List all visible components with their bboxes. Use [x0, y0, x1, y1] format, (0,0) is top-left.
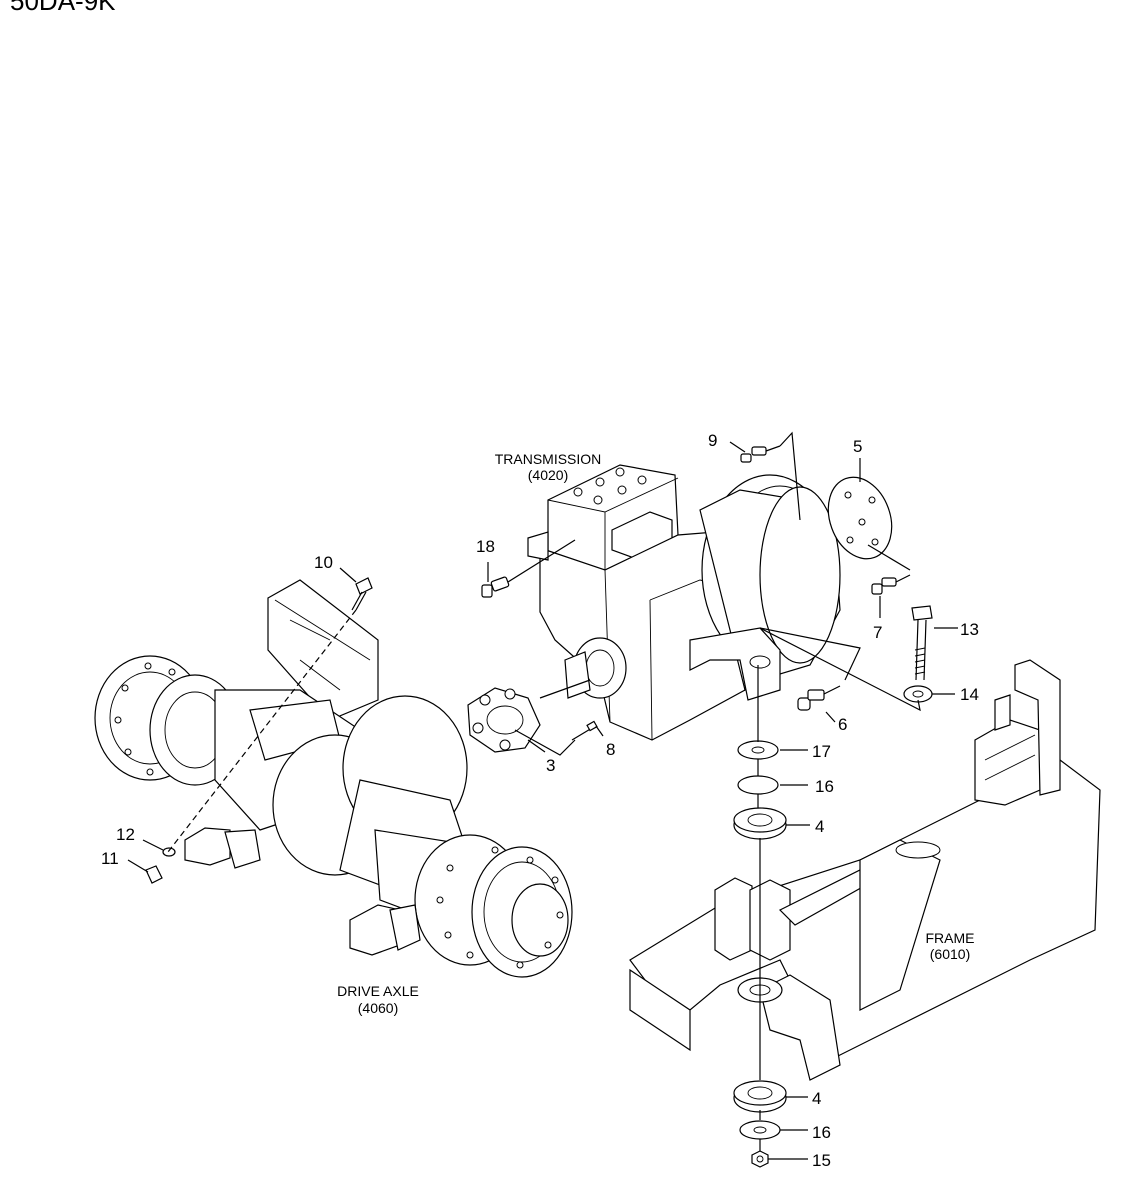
frame-code: (6010): [930, 946, 970, 962]
drive-axle-label: DRIVE AXLE: [337, 983, 419, 999]
mount-part-4-upper: [733, 807, 787, 840]
callout-9: 9: [708, 431, 717, 450]
drive-axle-assembly: [94, 579, 573, 978]
assembly-labels: TRANSMISSION (4020) DRIVE AXLE (4060) FR…: [337, 451, 974, 1016]
washer-part-14: [903, 685, 933, 703]
callout-6: 6: [838, 715, 847, 734]
bolt-part-6: [797, 685, 841, 711]
plate-part-5: [827, 476, 893, 560]
callout-14: 14: [960, 685, 979, 704]
callout-11: 11: [101, 849, 119, 868]
mount-part-4-lower: [733, 1080, 787, 1113]
callout-5: 5: [853, 437, 862, 456]
leader-lines: [127, 431, 958, 1160]
washer-part-16-upper: [737, 775, 779, 795]
bolt-part-9: [740, 445, 781, 463]
callout-10: 10: [314, 553, 333, 572]
bolt-part-7: [871, 574, 911, 595]
callout-15: 15: [812, 1151, 831, 1170]
transmission-code: (4020): [528, 467, 568, 483]
frame-assembly: [629, 659, 1101, 1081]
drive-axle-code: (4060): [358, 1000, 398, 1016]
plug-part-18: [481, 576, 510, 598]
washer-part-16-lower: [739, 1120, 781, 1140]
callout-17: 17: [812, 742, 831, 761]
callout-8: 8: [606, 740, 615, 759]
transmission-label: TRANSMISSION: [495, 451, 602, 467]
callout-numbers: 9 5 7 13 14 6 17 16 4 4 16 15 3 8 18 10 …: [101, 431, 979, 1170]
bolt-part-10: [351, 577, 373, 611]
page-title: 50DA-9K: [10, 0, 116, 16]
callout-13: 13: [960, 620, 979, 639]
callout-18: 18: [476, 537, 495, 556]
callout-3: 3: [546, 756, 555, 775]
coupling-part-3: [467, 687, 541, 753]
callout-7: 7: [873, 623, 882, 642]
nut-part-15: [751, 1150, 769, 1168]
transmission-assembly: [527, 464, 841, 741]
washer-part-12: [162, 847, 176, 857]
callout-16-lower: 16: [812, 1123, 831, 1142]
callout-16-upper: 16: [815, 777, 834, 796]
frame-label: FRAME: [926, 930, 975, 946]
washer-part-17: [737, 740, 779, 760]
bolt-part-13: [911, 605, 933, 681]
callout-4-lower: 4: [812, 1089, 821, 1108]
nut-part-11: [145, 865, 163, 884]
bolt-part-8: [571, 720, 598, 741]
callout-12: 12: [116, 825, 135, 844]
callout-4-upper: 4: [815, 817, 824, 836]
